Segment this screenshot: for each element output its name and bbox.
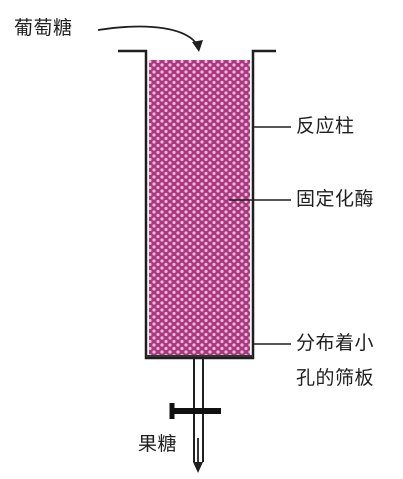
immobilized-enzyme-bed xyxy=(149,60,250,356)
glucose-label: 葡萄糖 xyxy=(14,17,73,39)
immobilized-enzyme-label: 固定化酶 xyxy=(296,188,375,210)
reaction-column xyxy=(118,49,276,360)
arrow-down-icon xyxy=(193,438,203,473)
arrow-down-icon xyxy=(97,25,203,52)
sieve-plate-label-line2: 孔的筛板 xyxy=(296,367,375,389)
valve-handle-icon xyxy=(169,403,221,419)
reaction-column-label: 反应柱 xyxy=(296,115,355,137)
fructose-label: 果糖 xyxy=(138,433,178,455)
sieve-plate-label-line1: 分布着小 xyxy=(296,332,375,354)
